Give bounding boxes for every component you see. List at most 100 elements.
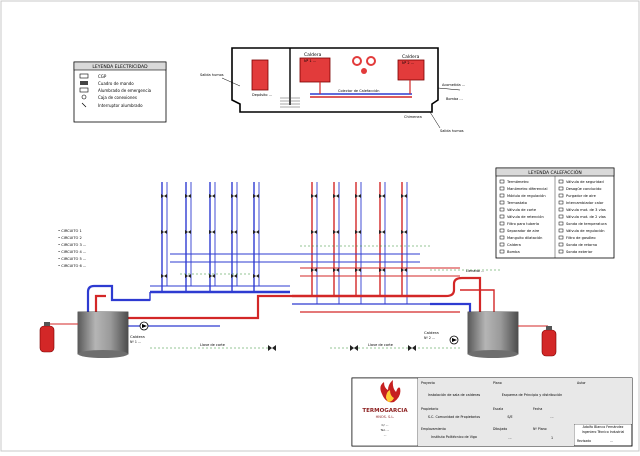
legend-calefaccion-right-item: Desagüe conducido — [566, 187, 601, 191]
field-proyecto-value: Instalación de sala de calderas — [428, 393, 481, 397]
legend-calefaccion-left-item: Manguito dilatación — [507, 236, 542, 240]
legend-calefaccion-left-item: Válvula de retención — [507, 215, 544, 219]
legend-calefaccion-left-symbol-icon — [499, 193, 505, 198]
legend-electricidad-item-1: CGP — [98, 74, 107, 79]
caldera-right-label: Caldera — [424, 330, 439, 335]
riser-valve-icon — [185, 230, 191, 234]
riser-valve-icon — [161, 274, 167, 278]
riser-valve-icon — [161, 194, 167, 198]
field-autor-value: Adolfo Blanco Fernández — [583, 425, 624, 429]
legend-calefaccion-right-symbol-icon — [558, 221, 564, 226]
bottom-valve-left — [268, 345, 276, 351]
field-revisado-value: ... — [610, 439, 613, 443]
floorplan-tank — [251, 59, 269, 91]
company-sub: HNOS. S.L. — [376, 415, 395, 419]
cuadro-icon — [80, 81, 88, 85]
riser-valve-icon — [355, 268, 361, 272]
company-name: TERMOGARCIA — [362, 408, 408, 414]
legend-calefaccion-right-symbol-icon — [558, 179, 564, 184]
field-plano-label: Plano — [493, 381, 502, 385]
field-numero-label: Nº Plano — [533, 427, 547, 431]
riser-valve-icon — [401, 268, 407, 272]
valve-label-right: Llave de corte — [368, 343, 393, 347]
field-proyecto-label: Proyecto — [421, 381, 435, 385]
legend-calefaccion-left-item: Válvula de corte — [507, 208, 537, 212]
legend-calefaccion-right-item: Sonda de retorno — [566, 243, 597, 247]
riser-valve-icon — [161, 230, 167, 234]
legend-calefaccion-right-symbol-icon — [558, 200, 564, 205]
riser-valve-icon — [333, 194, 339, 198]
circuit-note: • CIRCUITO 6 ... — [58, 264, 86, 268]
caldera-left: Caldera Nº 1 ... — [77, 311, 145, 358]
company-address-line: ... — [384, 433, 387, 437]
legend-calefaccion-left-symbol-icon — [499, 221, 505, 226]
top-right-control-label: Llenado ... — [466, 269, 484, 273]
floorplan-right-label-1: Acometida ... — [442, 83, 465, 87]
riser-valve-icon — [355, 194, 361, 198]
riser-valve-icon — [209, 194, 215, 198]
company-logo — [380, 380, 401, 403]
riser-valve-icon — [379, 268, 385, 272]
floorplan-bottom-label: Chimenea — [404, 115, 422, 119]
circuit-note: • CIRCUITO 3 ... — [58, 243, 86, 247]
legend-calefaccion-left-symbol-icon — [499, 200, 505, 205]
field-autor-sub: Ingeniero Técnico Industrial — [582, 430, 625, 434]
company-address-line: C/ ... — [382, 423, 389, 427]
riser-valve-icon — [185, 194, 191, 198]
field-emplazamiento-value: Instituto Politécnico de Vigo — [431, 435, 477, 439]
legend-electricidad-item-2: Cuadro de mando — [98, 81, 134, 86]
circuit-note: • CIRCUITO 5 ... — [58, 257, 86, 261]
legend-calefaccion-left-symbol-icon — [499, 214, 505, 219]
floorplan-caldera-1-sub: Nº 1 ... — [304, 59, 316, 63]
riser-valve-icon — [253, 230, 259, 234]
legend-calefaccion-left-symbol-icon — [499, 207, 505, 212]
legend-calefaccion-right-symbol-icon — [558, 249, 564, 254]
riser-valve-icon — [333, 230, 339, 234]
field-emplazamiento-label: Emplazamiento — [421, 427, 446, 431]
legend-calefaccion-left-symbol-icon — [499, 179, 505, 184]
company-address-line: Tel. ... — [380, 428, 390, 432]
legend-calefaccion-left-item: Separador de aire — [507, 229, 540, 233]
riser-valve-icon — [253, 194, 259, 198]
riser-valve-icon — [185, 274, 191, 278]
floorplan-caldera-1 — [299, 57, 331, 83]
legend-calefaccion-left-item: Filtro para tubería — [507, 222, 539, 226]
pump-right — [449, 335, 459, 345]
caldera-right: Caldera Nº 2 ... — [424, 311, 519, 358]
legend-calefaccion-right-symbol-icon — [558, 186, 564, 191]
field-plano-value: Esquema de Principio y distribución — [502, 393, 563, 397]
legend-electricidad-item-3: Alumbrado de emergencia — [98, 88, 152, 93]
floorplan-expansion-3 — [361, 68, 367, 74]
legend-calefaccion-left-symbol-icon — [499, 228, 505, 233]
legend-calefaccion-left-item: Módulo de regulación — [507, 194, 546, 198]
floorplan-expansion-2 — [366, 56, 376, 66]
legend-calefaccion-right-item: Sonda exterior — [566, 250, 593, 254]
riser-valve-icon — [355, 230, 361, 234]
field-escala-label: Escala — [493, 407, 503, 411]
floorplan-caldera-2-label: Caldera — [402, 54, 420, 60]
circuit-note: • CIRCUITO 4 ... — [58, 250, 86, 254]
riser-valve-icon — [231, 274, 237, 278]
circuit-notes: • CIRCUITO 1• CIRCUITO 2• CIRCUITO 3 ...… — [58, 229, 86, 268]
circuit-note: • CIRCUITO 1 — [58, 229, 82, 233]
legend-calefaccion-right-item: Sonda de temperatura — [566, 222, 607, 226]
legend-calefaccion-right-item: Válvula mot. de 3 vías — [566, 208, 606, 212]
legend-calefaccion-left-item: Manómetro diferencial — [507, 187, 547, 191]
switch-icon — [81, 102, 87, 108]
valve-label-left: Llave de corte — [200, 343, 225, 347]
legend-calefaccion-left-item: Bomba — [507, 250, 520, 254]
legend-calefaccion-left-item: Termómetro — [506, 180, 529, 184]
legend-calefaccion-right-symbol-icon — [558, 214, 564, 219]
legend-calefaccion-left-symbol-icon — [499, 235, 505, 240]
riser-valve-icon — [231, 194, 237, 198]
legend-electricidad: LEYENDA ELECTRICIDAD CGP Cuadro de mando… — [73, 61, 167, 123]
field-propietario-value: S.C. Comunidad de Propietarios — [428, 415, 480, 419]
cgp-icon — [79, 73, 89, 79]
junction-box-icon — [81, 94, 87, 100]
legend-calefaccion-right-symbol-icon — [558, 207, 564, 212]
field-fecha-label: Fecha — [533, 407, 542, 411]
legend-calefaccion-title: LEYENDA CALEFACCIÓN — [528, 169, 581, 176]
field-revisado-label: Revisado — [577, 439, 591, 443]
field-fecha-value: ... — [550, 415, 553, 419]
